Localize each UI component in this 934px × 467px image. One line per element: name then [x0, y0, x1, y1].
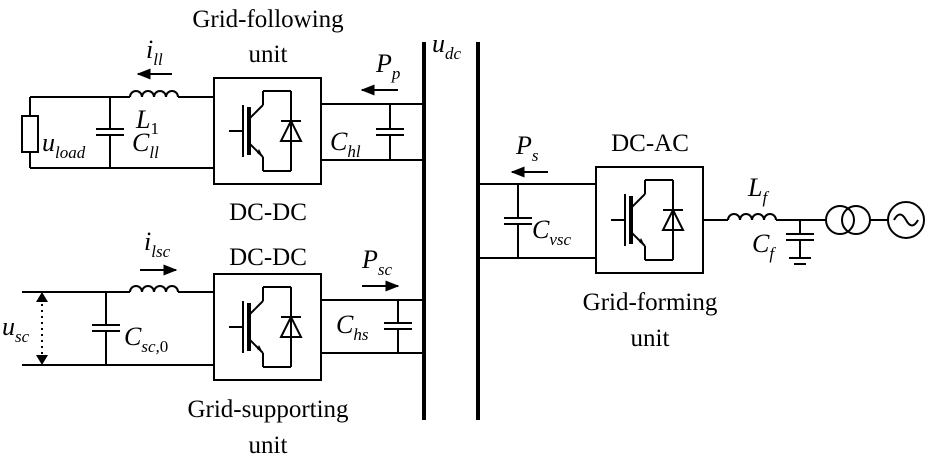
grid-supporting-unit: unit	[249, 432, 288, 459]
dcac-label: DC-AC	[611, 130, 689, 157]
grid-following-unit: unit	[249, 41, 288, 68]
grid-forming-unit: unit	[631, 325, 670, 352]
capacitor-c-sc0	[91, 324, 121, 332]
psc-label: Psc	[361, 245, 393, 279]
inductor-lsc	[129, 285, 179, 293]
u-sc-label: usc	[2, 312, 30, 346]
capacitor-c-vsc	[503, 217, 533, 225]
capacitor-cf	[785, 233, 815, 241]
grid-forming-title: Grid-forming	[583, 289, 718, 316]
load-resistor	[21, 115, 39, 153]
grid-forming-circuit	[478, 166, 925, 274]
c-vsc-label: Cvsc	[532, 215, 572, 249]
inductor-l1	[129, 90, 179, 98]
grid-following-circuit	[21, 68, 424, 185]
c-hl-label: Chl	[330, 127, 361, 161]
c-ll-label: Cll	[132, 128, 159, 162]
grid-supporting-title: Grid-supporting	[187, 396, 349, 423]
dcdc-bottom-label: DC-DC	[229, 244, 307, 271]
grid-source-icon	[887, 201, 925, 239]
cf-label: Cf	[752, 229, 776, 263]
grid-supporting-circuit	[22, 264, 424, 381]
capacitor-c-ll	[95, 128, 125, 136]
i-lsc-label: ilsc	[144, 227, 171, 261]
dcdc-top-label: DC-DC	[229, 199, 307, 226]
l1-label: L1	[135, 105, 159, 138]
u-dc-label: udc	[432, 29, 462, 63]
c-sc0-label: Csc,0	[124, 322, 168, 356]
c-hs-label: Chs	[336, 310, 369, 344]
capacitor-c-hl	[375, 128, 405, 136]
i-ll-label: ill	[146, 35, 163, 69]
pp-label: Pp	[375, 49, 400, 83]
grid-following-title: Grid-following	[192, 6, 344, 33]
lf-label: Lf	[747, 173, 769, 207]
inductor-lf	[727, 213, 777, 221]
capacitor-c-hs	[383, 322, 413, 330]
ps-label: Ps	[515, 131, 539, 165]
u-load-label: uload	[42, 128, 86, 162]
transformer-icon	[825, 205, 855, 235]
